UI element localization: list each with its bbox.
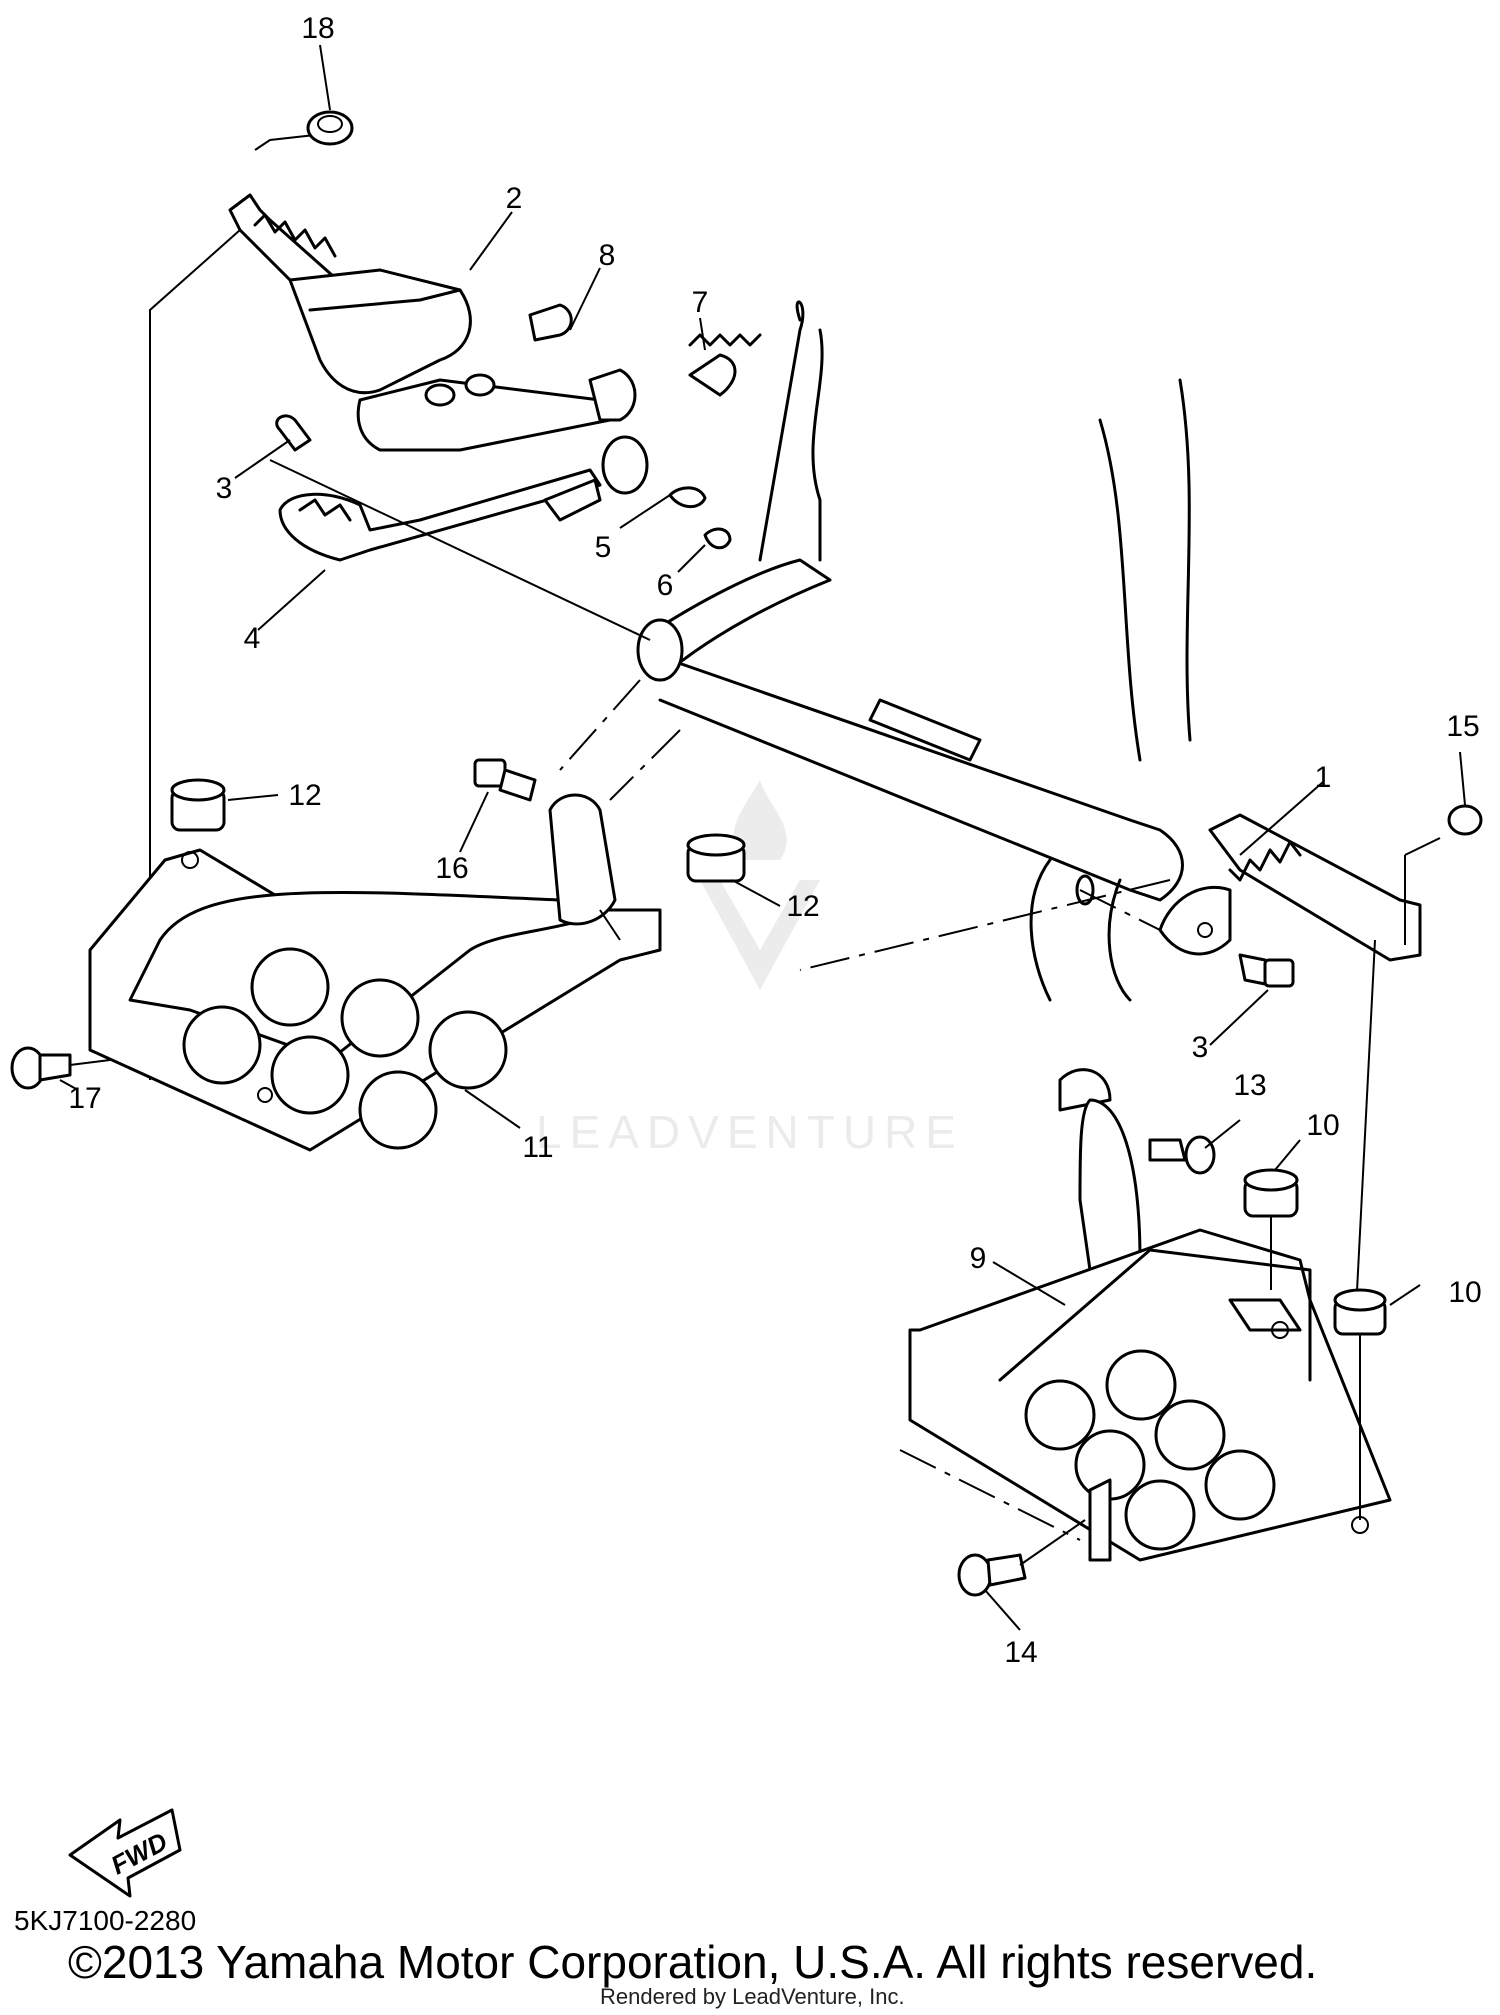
left-footrest-plate [88, 793, 662, 1152]
bolt-3-right [1238, 953, 1295, 988]
callout-9: 9 [970, 1242, 987, 1275]
callout-5: 5 [595, 531, 612, 564]
callout-labels: 18 2 8 7 3 5 6 4 12 16 12 15 1 17 11 3 1… [68, 12, 1481, 1669]
leader-lines [59, 44, 1466, 1631]
bolt-13 [1148, 1135, 1216, 1175]
callout-2: 2 [506, 182, 523, 215]
callout-3-left: 3 [216, 472, 233, 505]
frame-tube [559, 300, 1192, 1002]
callout-10-upper: 10 [1306, 1109, 1339, 1142]
callout-18: 18 [301, 12, 334, 45]
left-footpeg-assembly [149, 134, 762, 1080]
callout-4: 4 [244, 622, 261, 655]
callout-7: 7 [692, 286, 709, 319]
watermark-text: LEADVENTURE [536, 1106, 964, 1158]
copyright-notice: ©2013 Yamaha Motor Corporation, U.S.A. A… [68, 1936, 1318, 1988]
callout-12-left: 12 [288, 779, 321, 812]
diagram-code: 5KJ7100-2280 [14, 1905, 197, 1936]
nut-15 [1447, 804, 1483, 836]
grommets-12 [170, 778, 746, 883]
part-18-nut [306, 110, 354, 146]
bolt-17 [10, 1046, 111, 1090]
rendered-by-credit: Rendered by LeadVenture, Inc. [600, 1984, 905, 2009]
callout-13: 13 [1233, 1069, 1266, 1102]
callout-15: 15 [1446, 710, 1479, 743]
fwd-arrow: FWD [68, 1808, 182, 1898]
bolt-14 [957, 1519, 1086, 1597]
callout-3-right: 3 [1192, 1031, 1209, 1064]
bolt-16 [473, 758, 537, 802]
callout-12-center: 12 [786, 890, 819, 923]
callout-16: 16 [435, 852, 468, 885]
callout-14: 14 [1004, 1636, 1037, 1669]
right-footrest-plate [899, 1068, 1392, 1562]
callout-10-lower: 10 [1448, 1276, 1481, 1309]
callout-1: 1 [1315, 761, 1332, 794]
callout-6: 6 [657, 569, 674, 602]
right-footpeg [1158, 813, 1441, 1331]
watermark-logo: LEADVENTURE [536, 780, 964, 1158]
callout-11: 11 [522, 1131, 553, 1164]
grommets-10 [1243, 1168, 1387, 1520]
callout-8: 8 [599, 239, 616, 272]
callout-17: 17 [68, 1082, 101, 1115]
